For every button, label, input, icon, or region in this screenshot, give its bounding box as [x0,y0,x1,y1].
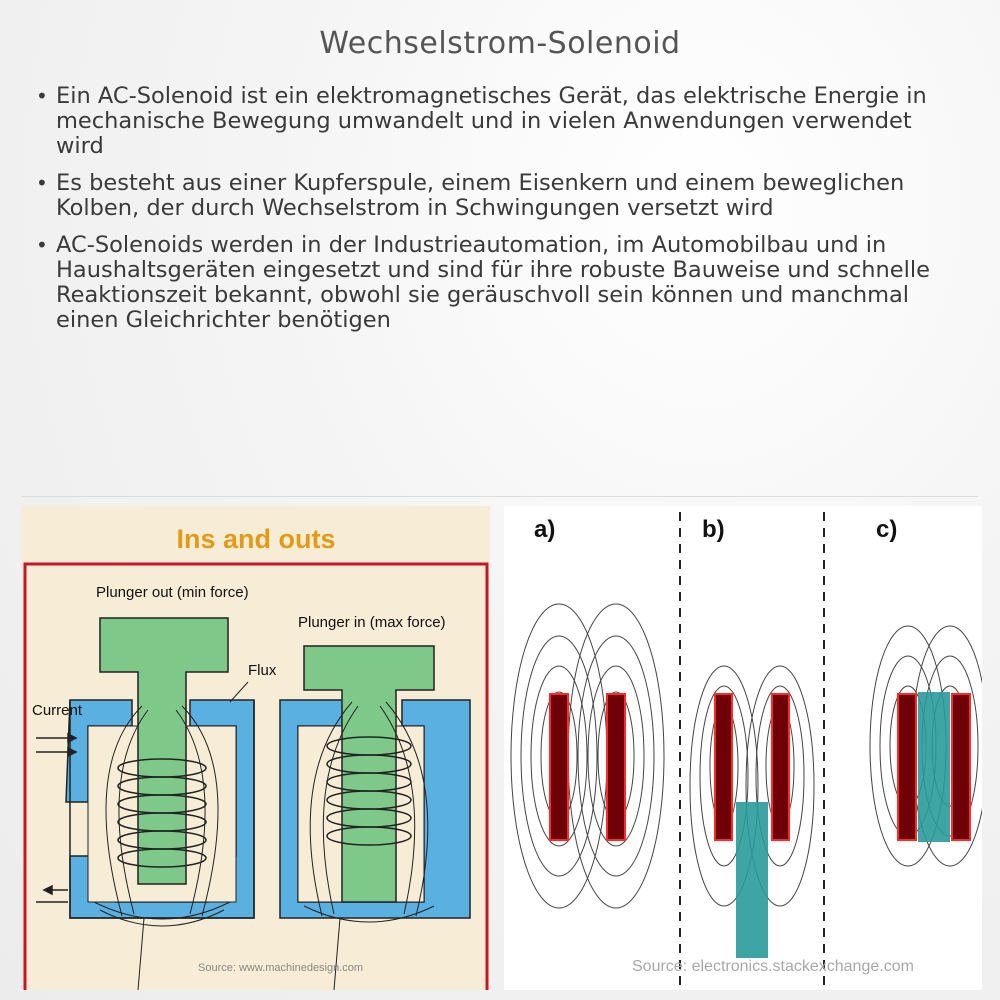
field-lines-image: a) b) c) Source: electronics.stackexchan… [504,506,982,990]
bullet-item: • AC-Solenoids werden in der Industrieaut… [34,233,964,333]
plunger-out-label: Plunger out (min force) [96,584,249,601]
bullet-list: • Ein AC-Solenoid ist ein elektromagnetis… [34,84,964,345]
solenoid-diagram [23,562,489,990]
page-title: Wechselstrom-Solenoid [319,26,681,61]
diagram-heading: Ins and outs [176,524,336,554]
bullet-dot-icon: • [36,233,48,257]
source-caption: Source: www.machinedesign.com [198,962,364,974]
panel-label-b: b) [702,516,725,543]
source-caption: Source: electronics.stackexchange.com [632,958,914,975]
solenoid-diagram-image: Ins and outs Plunger out (min force) Plu… [22,506,490,990]
bullet-dot-icon: • [36,171,48,195]
bullet-text: AC-Solenoids werden in der Industrieauto… [56,232,930,333]
panel-label-c: c) [876,516,898,543]
bullet-text: Ein AC-Solenoid ist ein elektromagnetisc… [56,83,927,159]
plunger-in-label: Plunger in (max force) [298,614,446,631]
bullet-item: • Es besteht aus einer Kupferspule, einem… [34,171,964,221]
field-lines-diagram [510,512,982,990]
panel-label-a: a) [534,516,556,543]
bullet-item: • Ein AC-Solenoid ist ein elektromagnetis… [34,84,964,159]
flux-label: Flux [248,662,277,679]
divider [22,496,978,497]
bullet-dot-icon: • [36,84,48,108]
current-label: Current [32,702,83,719]
bullet-text: Es besteht aus einer Kupferspule, einem … [56,170,905,221]
